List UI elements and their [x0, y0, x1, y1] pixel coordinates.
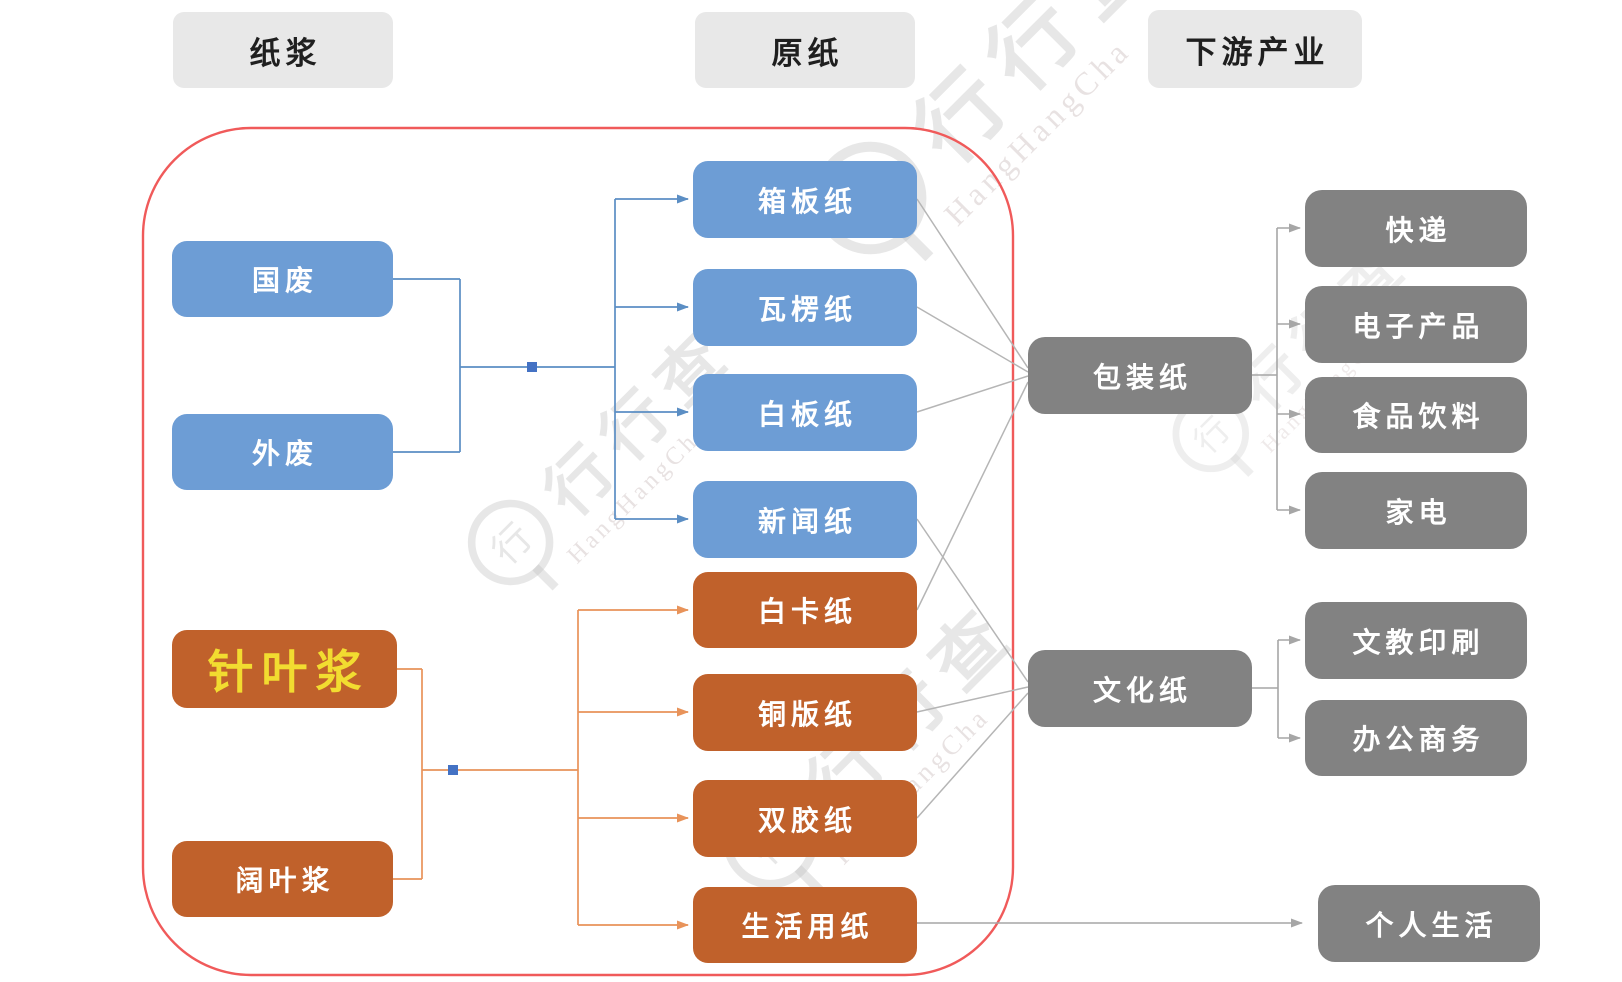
- node-electronics: 电子产品: [1305, 286, 1527, 363]
- blue-connectors: [393, 194, 689, 524]
- node-label: 家电: [1385, 497, 1452, 529]
- header-downstream: 下游产业: [1148, 10, 1362, 88]
- node-household-paper: 生活用纸: [693, 887, 917, 963]
- node-imported-waste-paper: 外废: [172, 414, 393, 490]
- node-express-delivery: 快递: [1305, 190, 1527, 267]
- header-base-paper: 原纸: [695, 12, 915, 88]
- node-cultural-paper: 文化纸: [1028, 650, 1252, 727]
- node-softwood-pulp: 针叶浆: [172, 630, 397, 708]
- node-white-board-paper: 白板纸: [693, 374, 917, 451]
- node-personal-life: 个人生活: [1318, 885, 1540, 962]
- node-label: 文教印刷: [1352, 627, 1485, 659]
- node-white-cardboard: 白卡纸: [693, 572, 917, 648]
- junction-marker: [527, 362, 537, 372]
- red-outline: [141, 126, 1015, 977]
- node-packaging-paper: 包装纸: [1028, 337, 1252, 414]
- node-newsprint: 新闻纸: [693, 481, 917, 558]
- node-label: 包装纸: [1092, 362, 1192, 394]
- node-coated-paper: 铜版纸: [693, 674, 917, 751]
- node-label: 个人生活: [1365, 910, 1498, 942]
- header-pulp: 纸浆: [173, 12, 393, 88]
- node-label: 快递: [1385, 215, 1452, 247]
- node-label: 铜版纸: [757, 699, 857, 731]
- header-pulp-label: 纸浆: [249, 35, 322, 71]
- node-label: 双胶纸: [757, 805, 857, 837]
- node-home-appliances: 家电: [1305, 472, 1527, 549]
- node-label: 白卡纸: [757, 597, 857, 628]
- gray-fan-lines: [916, 198, 1029, 819]
- node-label: 白板纸: [757, 399, 857, 431]
- node-label: 食品饮料: [1352, 402, 1485, 433]
- gray-connectors: [917, 223, 1303, 928]
- node-hardwood-pulp: 阔叶浆: [172, 841, 393, 917]
- node-domestic-waste-paper: 国废: [172, 241, 393, 317]
- node-label: 办公商务: [1352, 725, 1485, 756]
- node-corrugated-paper: 瓦楞纸: [693, 269, 917, 346]
- node-label: 新闻纸: [757, 506, 857, 538]
- node-office-business: 办公商务: [1305, 700, 1527, 776]
- node-containerboard: 箱板纸: [693, 161, 917, 238]
- node-label: 外废: [251, 439, 318, 470]
- node-education-printing: 文教印刷: [1305, 602, 1527, 679]
- node-label: 国废: [251, 266, 318, 297]
- node-offset-paper: 双胶纸: [693, 780, 917, 857]
- node-label: 箱板纸: [757, 186, 857, 218]
- node-label: 文化纸: [1092, 675, 1192, 707]
- node-label: 阔叶浆: [235, 866, 335, 897]
- header-downstream-label: 下游产业: [1185, 34, 1330, 70]
- node-label: 电子产品: [1352, 311, 1485, 343]
- node-food-beverage: 食品饮料: [1305, 377, 1527, 453]
- junction-marker: [448, 765, 458, 775]
- header-base-paper-label: 原纸: [771, 35, 844, 71]
- node-label: 瓦楞纸: [757, 294, 857, 326]
- node-label: 生活用纸: [741, 912, 874, 943]
- orange-connectors: [393, 605, 689, 930]
- node-label: 针叶浆: [207, 647, 370, 698]
